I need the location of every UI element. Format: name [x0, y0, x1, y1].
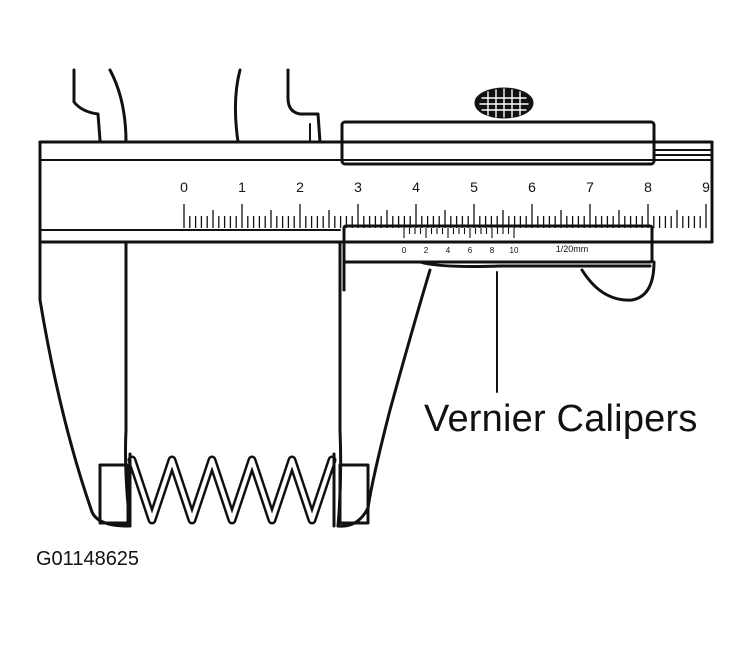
- vernier-scale-number: 4: [446, 246, 451, 255]
- main-scale-number: 6: [528, 179, 536, 195]
- vernier-scale: 0 2 4 6 8 10: [402, 228, 519, 255]
- slider-housing: [340, 120, 656, 166]
- slider-lower-edge: [342, 260, 652, 268]
- main-scale-number: 0: [180, 179, 188, 195]
- vernier-scale-number: 10: [510, 246, 519, 255]
- left-jaw-pad: [98, 463, 130, 525]
- main-scale-number: 7: [586, 179, 594, 195]
- sliding-inside-jaw-curve: [286, 68, 322, 144]
- fixed-inside-jaw: [72, 68, 102, 142]
- vernier-scale-number: 8: [490, 246, 495, 255]
- main-scale-number: 4: [412, 179, 420, 195]
- main-scale: 0 1 2 3 4 5 6 7 8 9: [180, 179, 710, 228]
- vernier-scale-number: 6: [468, 246, 473, 255]
- vernier-scale-number: 2: [424, 246, 429, 255]
- sliding-inside-jaw: [233, 68, 242, 144]
- vernier-resolution-label: 1/20mm: [556, 244, 589, 254]
- figure-id: G01148625: [36, 548, 140, 570]
- vernier-plate: [342, 224, 654, 264]
- fixed-inside-jaw-curve: [108, 68, 128, 144]
- main-scale-number: 3: [354, 179, 362, 195]
- callout-label: Vernier Calipers: [424, 398, 698, 440]
- main-scale-number: 2: [296, 179, 304, 195]
- main-scale-number: 8: [644, 179, 652, 195]
- thumb-rest: [580, 260, 656, 302]
- main-scale-number: 5: [470, 179, 478, 195]
- vernier-scale-number: 0: [402, 246, 407, 255]
- main-scale-number: 1: [238, 179, 246, 195]
- right-jaw-pad: [338, 463, 370, 525]
- main-scale-number: 9: [702, 179, 710, 195]
- fixed-outside-jaw: [38, 140, 130, 528]
